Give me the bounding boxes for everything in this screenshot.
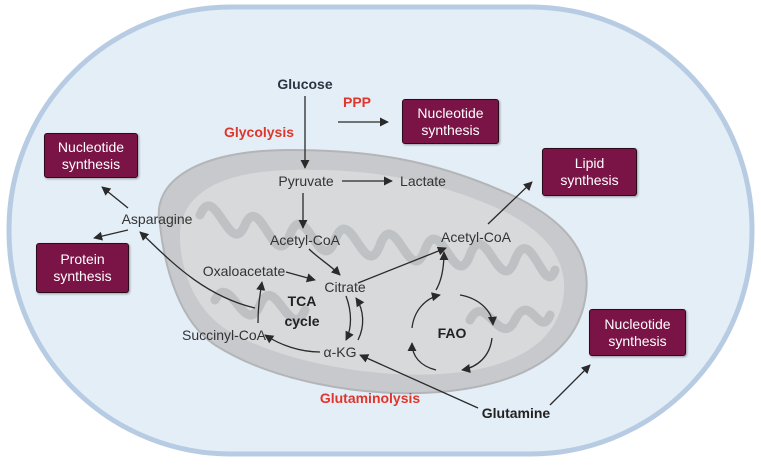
mitochondrion xyxy=(157,148,588,395)
box-text-line: synthesis xyxy=(61,155,121,172)
box-text-line: Lipid xyxy=(574,155,605,171)
fao-cycle xyxy=(407,292,497,373)
arrow-asparagine-nucleotide xyxy=(101,186,129,209)
acetyl-coa-mito-label: Acetyl-CoA xyxy=(269,232,341,248)
ppp-label: PPP xyxy=(342,94,372,110)
glycolysis-label: Glycolysis xyxy=(223,124,295,140)
pyruvate-label: Pyruvate xyxy=(278,173,334,189)
arrow-fao-acetylcoa xyxy=(435,251,449,291)
arrow-glutamine-akg xyxy=(359,354,479,409)
arrow-citrate-akg xyxy=(345,295,354,341)
box-text-line: Protein xyxy=(60,251,105,267)
citrate-label: Citrate xyxy=(324,279,366,295)
fao-label: FAO xyxy=(437,325,467,341)
arrow-acetylcoa-citrate xyxy=(308,248,341,276)
box-text-line: synthesis xyxy=(608,332,667,349)
box-text-line: synthesis xyxy=(560,172,619,188)
glutaminolysis-label: Glutaminolysis xyxy=(319,390,421,406)
box-text-line: Nucleotide xyxy=(604,315,671,332)
glutamine-label: Glutamine xyxy=(481,405,551,421)
oxaloacetate-label: Oxaloacetate xyxy=(202,263,286,279)
arrow-akg-citrate xyxy=(355,297,365,341)
akg-label: α-KG xyxy=(323,344,357,360)
arrow-oxaloacetate-citrate xyxy=(285,271,316,283)
arrow-akg-succinyl xyxy=(264,334,321,353)
acetyl-coa-cyto-label: Acetyl-CoA xyxy=(440,229,512,245)
succinyl-coa-label: Succinyl-CoA xyxy=(181,327,267,343)
box-text-line: synthesis xyxy=(421,121,480,138)
tca-cycle-label: cycle xyxy=(284,313,320,329)
tca-label: TCA xyxy=(287,293,317,309)
asparagine-label: Asparagine xyxy=(121,211,193,227)
arrow-glutamine-nucleotide xyxy=(549,364,591,406)
arrow-acetylcoa-lipid xyxy=(487,181,533,225)
arrow-citrate-acetylcoa xyxy=(357,246,447,284)
glucose-label: Glucose xyxy=(277,76,333,92)
box-text-line: Nucleotide xyxy=(417,104,484,121)
arrow-asparagine-protein xyxy=(93,229,129,241)
arrow-succinyl-oxaloacetate xyxy=(256,281,266,324)
box-text-line: synthesis xyxy=(53,268,112,284)
pathway-arrows xyxy=(93,96,591,409)
box-text-line: Nucleotide xyxy=(57,138,125,155)
lactate-label: Lactate xyxy=(400,173,446,189)
arrow-oxaloacetate-asparagine xyxy=(139,231,256,309)
